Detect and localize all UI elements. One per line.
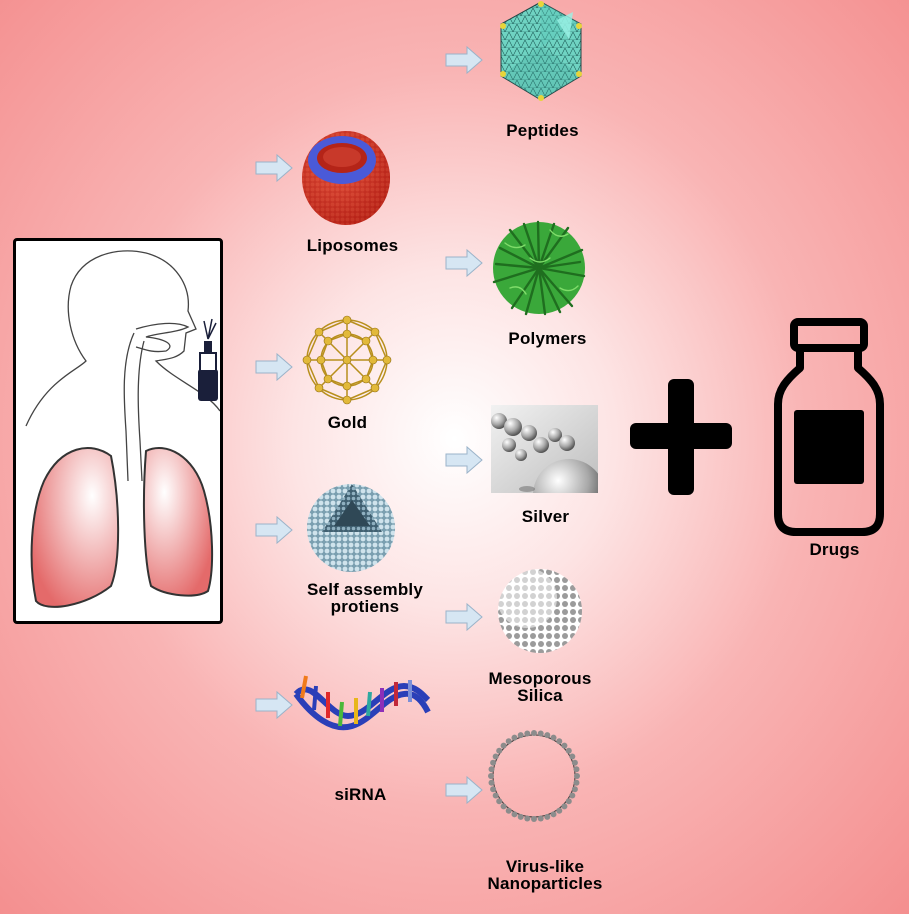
vlp-subunit-dot: [496, 798, 503, 805]
liposomes-label: Liposomes: [306, 236, 399, 255]
vlp-subunit-dot: [500, 742, 507, 749]
vlp-subunit-dot: [490, 759, 497, 766]
arrow-liposomes: [255, 153, 293, 183]
arrow-virus-like: [445, 775, 483, 805]
drugs-label: Drugs: [809, 540, 860, 559]
self-assembly-label: Self assembly protiens: [307, 580, 423, 616]
mesoporous-silica-icon: [498, 569, 582, 653]
peptide-capsid-icon: [500, 1, 582, 101]
silver-nanoparticle-icon: [491, 405, 598, 493]
vlp-subunit-dot: [511, 811, 518, 818]
arrow-peptides: [445, 45, 483, 75]
vlp-subunit-dot: [565, 798, 572, 805]
protein-cage-icon: [307, 484, 395, 572]
vlp-subunit-dot: [574, 773, 580, 779]
arrow-silver: [445, 445, 483, 475]
vlp-subunit-dot: [550, 811, 557, 818]
vlp-subunit-dot: [517, 732, 524, 739]
vlp-subunit-dot: [561, 742, 568, 749]
vlp-subunit-dot: [556, 738, 563, 745]
polymer-icon: [492, 220, 586, 316]
vlp-subunit-dot: [565, 747, 572, 754]
vlp-subunit-dot: [537, 815, 544, 822]
vlp-subunit-dot: [488, 773, 494, 779]
vlp-subunit-dot: [531, 816, 537, 822]
vlp-subunit-dot: [573, 779, 580, 786]
vlp-subunit-dot: [490, 786, 497, 793]
vlp-subunit-dot: [544, 732, 551, 739]
vlp-subunit-dot: [488, 779, 495, 786]
vlp-subunit-dot: [571, 759, 578, 766]
vlp-subunit-dot: [496, 747, 503, 754]
virus-like-label: Virus-like Nanoparticles: [487, 857, 603, 893]
vlp-subunit-dot: [569, 753, 576, 760]
vlp-subunit-dot: [531, 730, 537, 736]
gold-nanoparticle-icon: [302, 315, 392, 405]
silver-label: Silver: [521, 507, 570, 526]
arrow-gold: [255, 352, 293, 382]
vlp-subunit-dot: [524, 730, 531, 737]
sirna-helix-icon: [293, 675, 431, 731]
drug-bottle-icon: [774, 318, 884, 536]
gold-label: Gold: [327, 413, 368, 432]
vlp-subunit-dot: [537, 730, 544, 737]
arrow-mesoporous: [445, 602, 483, 632]
arrow-polymers: [445, 248, 483, 278]
vlp-subunit-dot: [569, 792, 576, 799]
liposome-icon: [302, 131, 390, 225]
vlp-subunit-dot: [511, 734, 518, 741]
lungs-inhaler-icon: [25, 250, 220, 608]
peptides-label: Peptides: [506, 121, 579, 140]
vlp-subunit-dot: [492, 753, 499, 760]
vlp-subunit-dot: [505, 807, 512, 814]
mesoporous-label: Mesoporous Silica: [488, 669, 592, 705]
vlp-subunit-dot: [571, 786, 578, 793]
vlp-subunit-dot: [561, 803, 568, 810]
vlp-subunit-dot: [524, 815, 531, 822]
vlp-subunit-dot: [556, 807, 563, 814]
vlp-subunit-dot: [550, 734, 557, 741]
vlp-subunit-dot: [492, 792, 499, 799]
vlp-subunit-dot: [544, 813, 551, 820]
arrow-self-assembly: [255, 515, 293, 545]
plus-icon: [630, 379, 732, 495]
virus-like-particle-icon: [488, 730, 580, 822]
vlp-subunit-dot: [573, 766, 580, 773]
vlp-subunit-dot: [505, 738, 512, 745]
lungs-panel: [13, 238, 223, 624]
vlp-subunit-dot: [500, 803, 507, 810]
vlp-subunit-dot: [488, 766, 495, 773]
polymers-label: Polymers: [508, 329, 587, 348]
vlp-subunit-dot: [517, 813, 524, 820]
arrow-sirna: [255, 690, 293, 720]
sirna-label: siRNA: [334, 785, 387, 804]
